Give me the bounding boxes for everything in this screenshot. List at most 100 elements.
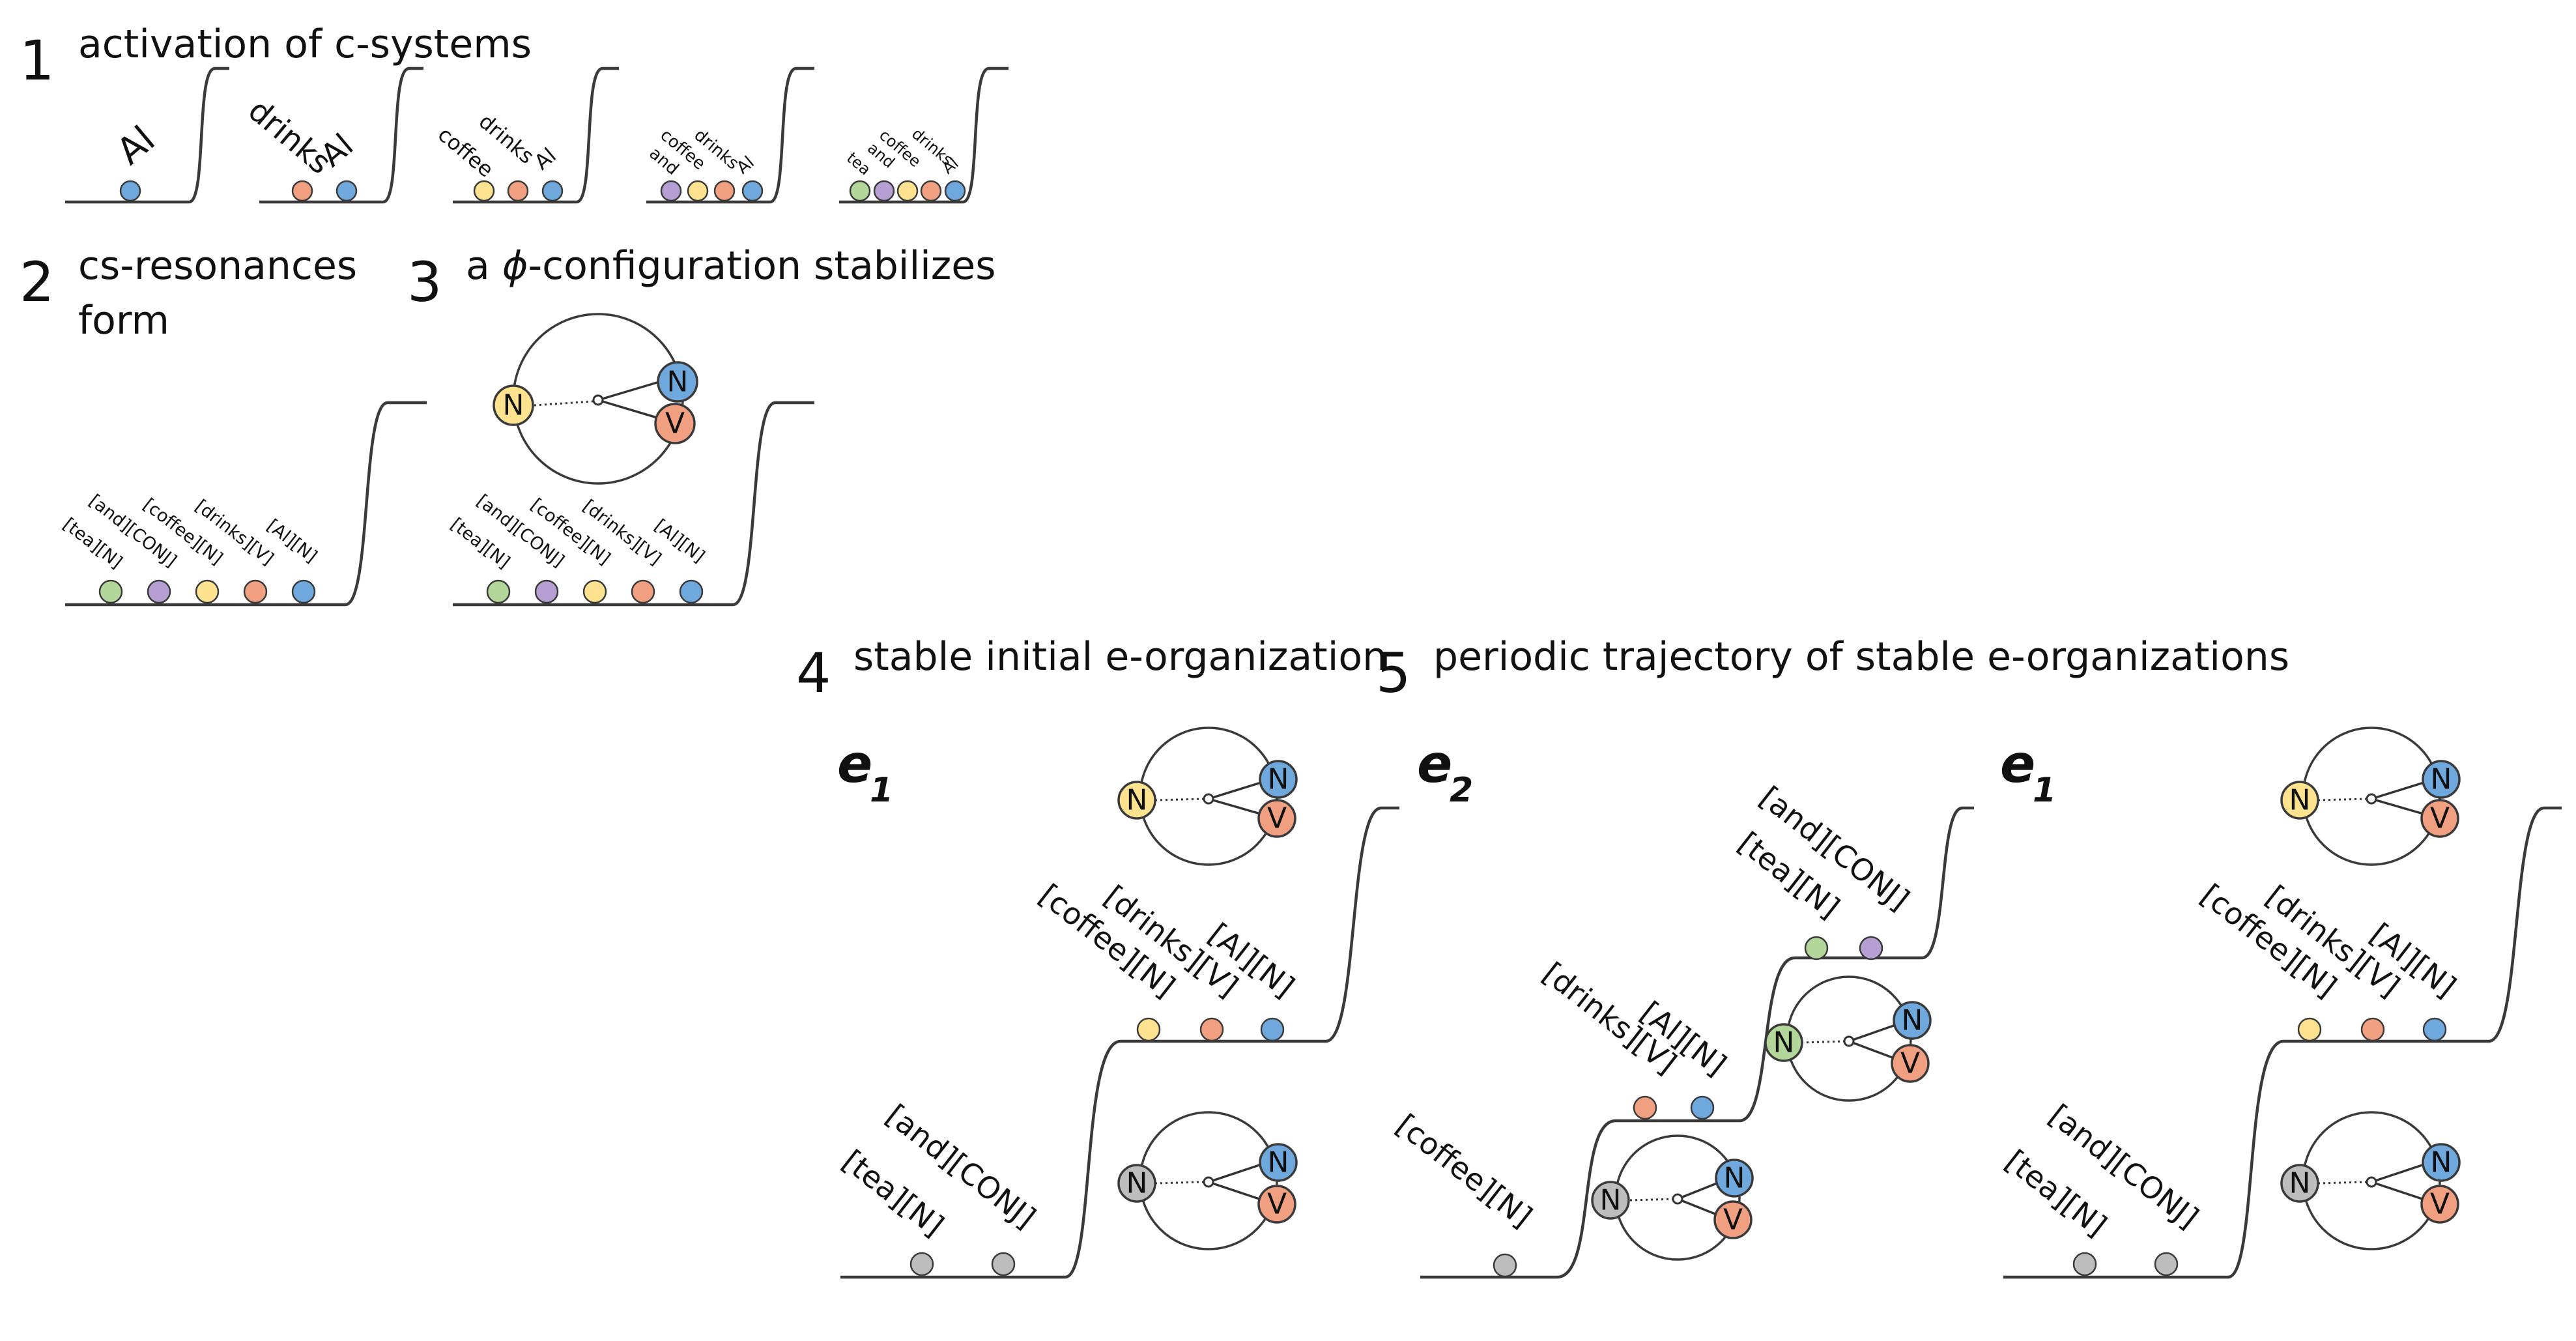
panel-4-number: 4 [796, 641, 831, 705]
cs-dot-and [534, 579, 559, 604]
panel-5-title: periodic trajectory of stable e-organiza… [1433, 634, 2289, 680]
e-organization-label: e [837, 734, 872, 794]
phi-link-n [1208, 1161, 1268, 1183]
node-n-label: N [1126, 784, 1148, 817]
cs-dot-al [1690, 1095, 1715, 1120]
node-v-orange [654, 403, 696, 444]
cs-dot-drinks [631, 579, 655, 604]
phi-symbol: ϕ [502, 243, 528, 289]
node-n-label: N [1600, 1184, 1622, 1217]
phi-link-n [597, 381, 660, 401]
cs-dot-and [660, 180, 682, 202]
e-organization-subscript: 1 [870, 771, 893, 810]
phi-link-n [2371, 779, 2431, 800]
node-n-blue [1893, 1001, 1932, 1040]
cs-dot-tea [849, 180, 871, 202]
panel-1-title: activation of c-systems [78, 22, 532, 67]
panel-5: 5 periodic trajectory of stable e-organi… [1376, 634, 2562, 1279]
panel-1-number: 1 [20, 29, 54, 93]
panel-3-title: a ϕ-configuration stabilizes [466, 243, 995, 289]
node-v-label: V [1267, 1188, 1287, 1221]
node-n-yellow [1117, 781, 1156, 820]
phi-link-n [1848, 1022, 1902, 1043]
phi-dotted-link [1629, 1198, 1675, 1202]
phi-configuration-e1-lower: N N V [2280, 1111, 2461, 1250]
node-v-label: V [1267, 802, 1287, 835]
panel-4-title: stable initial e-organization [853, 634, 1387, 680]
phi-center [1843, 1035, 1855, 1047]
phi-configuration: N N V [493, 313, 698, 485]
potential-curve-4 [840, 806, 1399, 1279]
node-v-orange [2420, 799, 2459, 838]
cs-dot-drinks [920, 180, 942, 202]
potential-curve-2 [65, 401, 427, 607]
node-v-label: V [2430, 1188, 2450, 1221]
cs-label-coffee: [coffee][N] [1390, 1107, 1539, 1234]
potential-curve-5b [2003, 806, 2562, 1279]
cs-dot-drinks [1199, 1017, 1224, 1042]
cs-dot-and [2154, 1252, 2179, 1276]
node-v-orange [1891, 1044, 1930, 1083]
cs-dot-drinks [1633, 1095, 1657, 1120]
cs-dot-and [1859, 936, 1883, 960]
phi-link-v [1208, 798, 1268, 817]
node-n-blue [1259, 760, 1298, 799]
node-n-label: N [1773, 1026, 1795, 1060]
node-n-label: N [503, 389, 524, 422]
panel-3-number: 3 [407, 250, 442, 314]
potential-curve-1d [646, 66, 814, 204]
cs-dot-coffee [1493, 1253, 1517, 1278]
node-v-orange [1257, 1185, 1296, 1224]
cs-dot-al [741, 180, 764, 202]
phi-link-v [1208, 1181, 1268, 1203]
cs-dot-drinks [713, 180, 736, 202]
cs-dot-al [1260, 1017, 1285, 1042]
node-n-label: N [2431, 1146, 2452, 1179]
node-n-yellow [493, 384, 534, 426]
phi-center [1203, 1176, 1214, 1188]
node-n-label: N [1724, 1162, 1745, 1195]
phi-center [2366, 1176, 2377, 1188]
phi-center [1203, 793, 1214, 805]
phi-configuration-e2-lower: N N V [1591, 1134, 1754, 1261]
node-v-label: V [1900, 1047, 1920, 1080]
potential-curve-1c [453, 66, 619, 204]
phi-dotted-link [534, 400, 594, 407]
cs-dot-coffee [582, 579, 607, 604]
node-n-gray [1117, 1164, 1156, 1203]
phi-configuration-upper: N N V [1117, 727, 1298, 866]
cs-dot-coffee [896, 180, 919, 202]
cs-dot-al [336, 180, 358, 202]
cs-dot-tea [98, 579, 123, 604]
cs-dot-tea [1804, 936, 1829, 960]
phi-link-v [597, 399, 666, 422]
node-n-green [1764, 1023, 1803, 1062]
cs-dot-al [541, 180, 564, 202]
cs-dot-al [119, 180, 141, 202]
cs-dot-tea [2072, 1252, 2097, 1276]
cs-dot-coffee [2297, 1017, 2322, 1042]
phi-configuration-e1-upper: N N V [2280, 727, 2461, 866]
cs-dot-al [2422, 1017, 2447, 1042]
phi-link-n [1208, 779, 1268, 800]
node-n-label: N [2431, 763, 2452, 796]
node-n-label: N [2289, 784, 2311, 817]
cs-dot-al [944, 180, 966, 202]
potential-curve-3 [453, 401, 814, 607]
node-v-orange [1713, 1200, 1753, 1239]
node-n-yellow [2280, 781, 2319, 820]
phi-link-n [1677, 1179, 1724, 1200]
cs-dot-coffee [195, 579, 220, 604]
node-n-blue [657, 361, 698, 403]
phi-center [1672, 1193, 1683, 1205]
node-v-label: V [2430, 802, 2450, 835]
potential-curve-1b [259, 66, 423, 204]
phi-link-v [2371, 798, 2431, 817]
panel-4: 4 stable initial e-organization e 1 [cof… [796, 634, 1399, 1279]
node-n-label: N [1126, 1167, 1148, 1200]
cs-dot-coffee [687, 180, 709, 202]
node-v-orange [2420, 1185, 2459, 1224]
node-v-orange [1257, 799, 1296, 838]
phi-link-v [2371, 1181, 2431, 1203]
node-n-label: N [1268, 763, 1289, 796]
